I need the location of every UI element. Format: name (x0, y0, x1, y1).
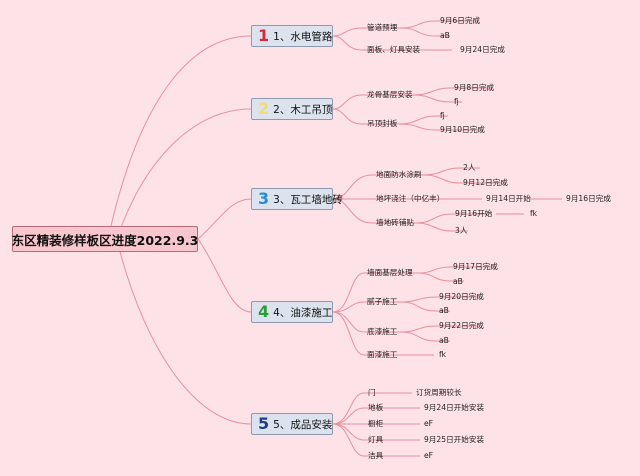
task-detail: 9月10日完成 (440, 125, 485, 134)
branch-3-label: 3、瓦工墙地砖 (273, 193, 343, 206)
branch-4-sub-connector (332, 311, 402, 356)
task-detail: aB (439, 306, 449, 315)
task-label: 灯具 (368, 435, 384, 444)
branch-3-node[interactable]: 3 3、瓦工墙地砖 (251, 188, 343, 210)
task-label: 底漆施工 (367, 327, 398, 336)
branch-4-leaf-connector (417, 272, 464, 282)
branch-4-label: 4、油漆施工 (273, 306, 333, 319)
branch-1-sub-connector (332, 27, 402, 37)
branch-2-label: 2、木工吊顶 (273, 103, 333, 116)
branch-5-node[interactable]: 5 5、成品安装 (251, 413, 333, 435)
task-detail: 3人 (455, 226, 468, 235)
task-detail: 9月22日完成 (439, 321, 484, 330)
task-detail: fk (530, 209, 538, 218)
branch-4-leaf-connector (417, 266, 496, 274)
branch-4-sub-connector (332, 301, 402, 313)
task-label: 面板、灯具安装 (367, 45, 421, 54)
branch-4-node[interactable]: 4 4、油漆施工 (251, 301, 333, 323)
branch-1-leaf-connector (401, 27, 450, 37)
branch-1-node[interactable]: 1 1、水电管路 (251, 25, 333, 47)
branch-1-number-badge: 1 (258, 26, 270, 45)
task-detail: 9月16开始 (455, 209, 493, 218)
branch-3-leaf-connector (423, 167, 480, 176)
task-detail: aB (440, 31, 450, 40)
task-label: 地板 (368, 403, 384, 412)
task-label: 地坪浇注（中亿丰） (376, 194, 445, 203)
task-label: 门 (368, 388, 376, 397)
branch-1-label: 1、水电管路 (273, 30, 333, 43)
branch-2-leaf-connector (413, 94, 462, 103)
branch-2-leaf-connector (399, 115, 448, 125)
task-detail: 9月24日开始安装 (424, 403, 485, 412)
task-detail: 9月8日完成 (454, 83, 495, 92)
task-detail: 9月14日开始 (486, 194, 531, 203)
root-branch-5-connector (119, 251, 252, 425)
task-detail: fj (454, 97, 459, 106)
task-detail: 9月20日完成 (439, 292, 484, 301)
task-detail: 2人 (463, 163, 476, 172)
task-detail: 9月17日完成 (453, 262, 498, 271)
task-detail: eF (424, 451, 434, 460)
task-label: 腻子施工 (367, 297, 398, 306)
task-detail: 9月6日完成 (440, 16, 481, 25)
task-detail: aB (453, 277, 463, 286)
branch-3-sub-connector (332, 174, 424, 200)
task-detail: 9月12日完成 (463, 178, 508, 187)
branch-2-leaf-connector (413, 87, 492, 96)
branch-5-number-badge: 5 (258, 414, 270, 433)
task-label: 地面防水涂刷 (376, 170, 422, 179)
branch-1-sub-connector (332, 35, 452, 51)
branch-4-sub-connector (332, 272, 418, 313)
branch-2-number-badge: 2 (258, 99, 270, 118)
task-detail: fk (439, 350, 447, 359)
branch-5-sub-connector (332, 423, 388, 457)
branch-5-sub-connector (332, 407, 388, 425)
root-branch-3-connector (197, 198, 252, 240)
branch-4-number-badge: 4 (258, 302, 270, 321)
branch-2-sub-connector (332, 94, 414, 110)
task-label: 洁具 (368, 451, 384, 460)
root-title: 东区精装修样板区进度2022.9.3 (12, 226, 198, 252)
task-detail: 订货周期较长 (416, 388, 462, 397)
task-detail: aB (439, 336, 449, 345)
task-detail: 9月25日开始安装 (424, 435, 485, 444)
root-branch-4-connector (197, 238, 252, 313)
task-detail: fj (440, 111, 445, 120)
branch-3-number-badge: 3 (258, 189, 270, 208)
branch-1-leaf-connector (401, 20, 478, 29)
branch-2-sub-connector (332, 108, 400, 125)
branch-5-label: 5、成品安装 (273, 418, 333, 431)
task-label: 墙面基层处理 (367, 268, 413, 277)
task-label: 龙骨基层安装 (367, 90, 413, 99)
branch-4-leaf-connector (401, 331, 450, 342)
branch-4-leaf-connector (401, 296, 480, 303)
task-detail: 9月16日完成 (566, 194, 611, 203)
branch-3-leaf-connector (415, 213, 492, 224)
branch-3-sub-connector (332, 198, 416, 224)
branch-5-sub-connector (332, 392, 380, 425)
branch-2-node[interactable]: 2 2、木工吊顶 (251, 98, 333, 120)
task-label: 墙地砖铺贴 (376, 218, 414, 227)
task-label: 橱柜 (368, 419, 384, 428)
task-detail: eF (424, 419, 434, 428)
root-branch-1-connector (109, 35, 252, 231)
branch-3-leaf-connector (415, 222, 468, 232)
branch-2-leaf-connector (399, 123, 482, 131)
task-label: 管道预埋 (367, 23, 398, 32)
branch-4-leaf-connector (401, 301, 450, 312)
branch-3-leaf-connector (423, 174, 506, 184)
branch-4-leaf-connector (401, 325, 480, 333)
task-label: 面漆施工 (367, 350, 398, 359)
task-detail: 9月24日完成 (460, 45, 505, 54)
root-branch-2-connector (119, 108, 252, 231)
task-label: 吊顶封板 (367, 119, 398, 128)
